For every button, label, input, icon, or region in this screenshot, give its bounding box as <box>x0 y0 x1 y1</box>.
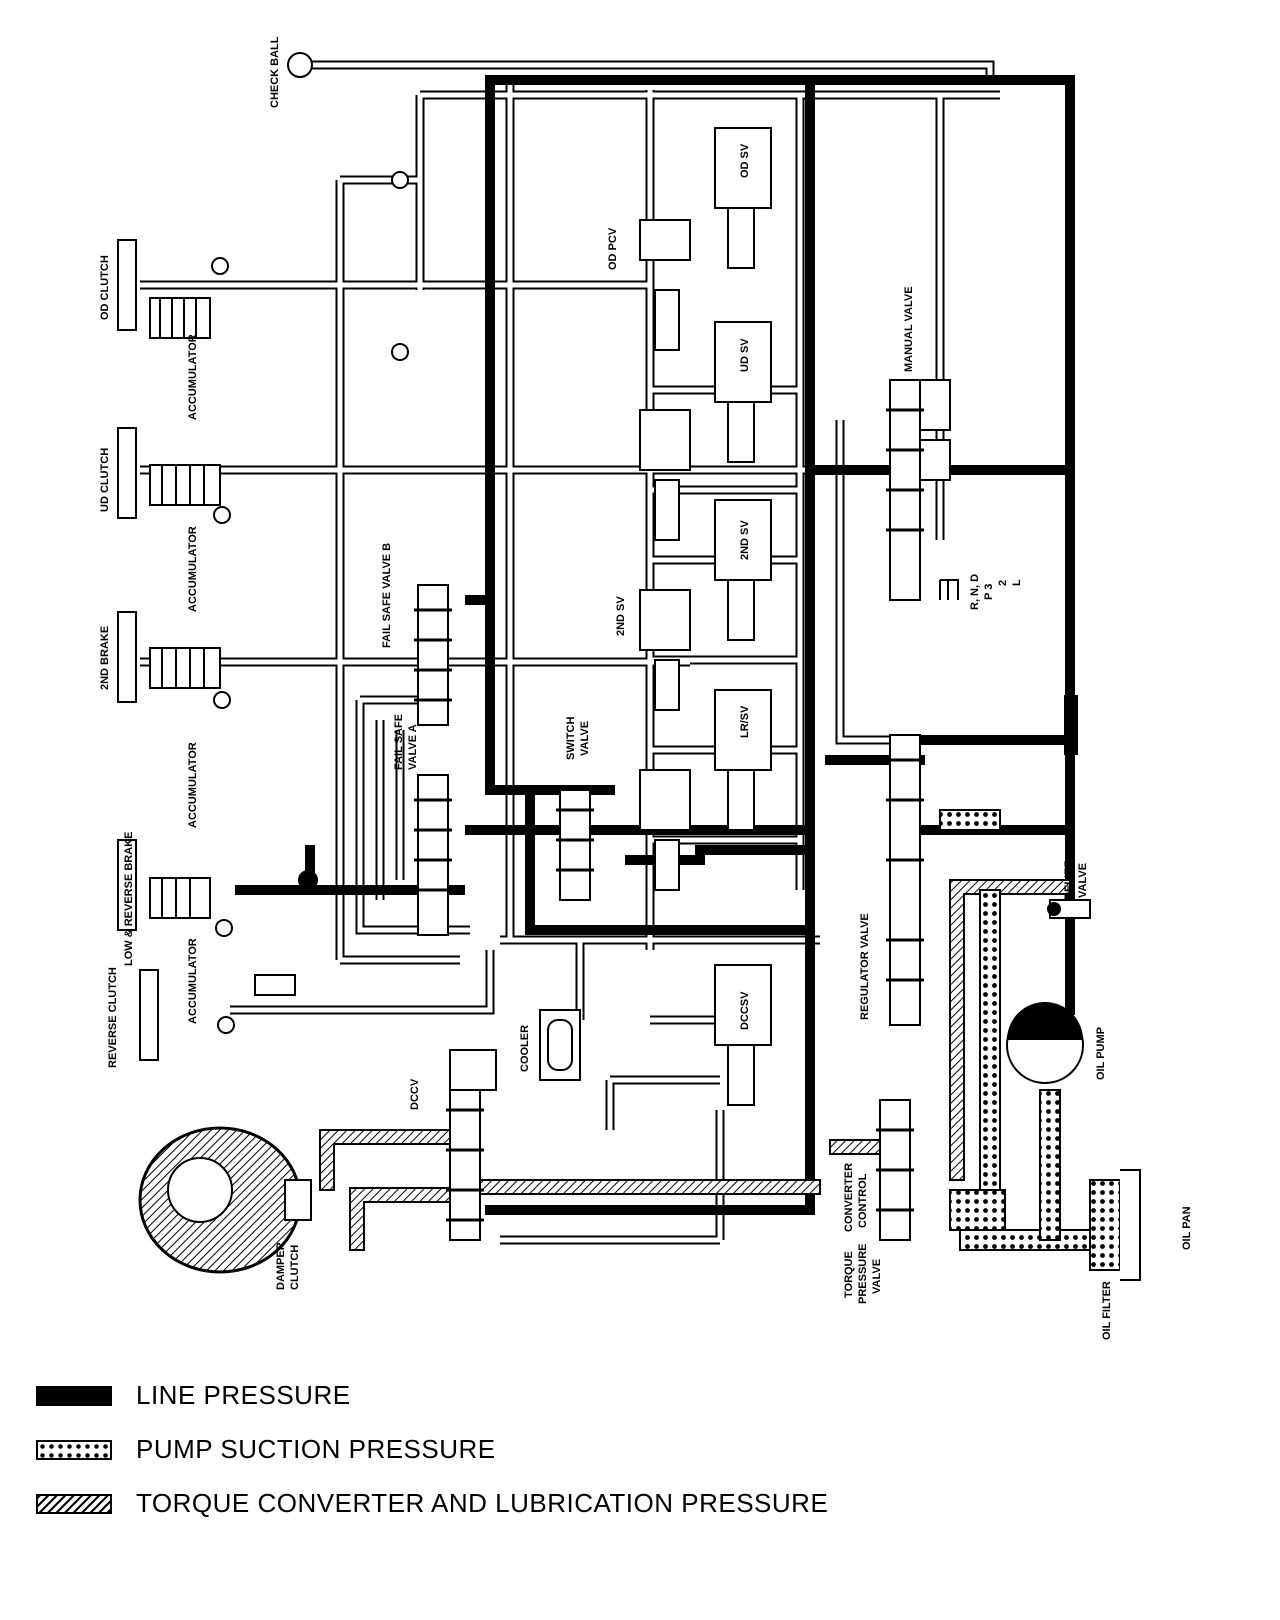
label-accumulator: ACCUMULATOR <box>187 938 199 1024</box>
legend-item-pump-suction: PUMP SUCTION PRESSURE <box>36 1434 936 1464</box>
label-damper-clutch: DAMPER <box>275 1242 287 1290</box>
label-manual-valve: MANUAL VALVE <box>903 286 915 372</box>
fail-safe-valve-a <box>414 774 452 936</box>
label-accumulator: ACCUMULATOR <box>187 742 199 828</box>
regulator-valve <box>886 734 924 1026</box>
label-lr-sv: LR/SV <box>739 705 751 738</box>
damper-clutch <box>138 1126 312 1274</box>
label-range: 2 <box>997 580 1009 586</box>
label-relief-valve: RELIEF <box>1063 861 1075 900</box>
legend-label: LINE PRESSURE <box>136 1380 351 1410</box>
suction-pipes <box>939 809 1111 1251</box>
label-oil-pump: OIL PUMP <box>1095 1027 1107 1080</box>
legend-label: TORQUE CONVERTER AND LUBRICATION PRESSUR… <box>136 1488 829 1518</box>
solenoid-od <box>639 127 772 351</box>
relief-valve <box>1047 899 1091 919</box>
label-oil-filter: OIL FILTER <box>1101 1281 1113 1340</box>
label-ud-sv: UD SV <box>739 338 751 372</box>
legend-swatch-solid <box>36 1386 112 1406</box>
label-converter-control: CONVERTER <box>843 1163 855 1232</box>
label-2nd-brake: 2ND BRAKE <box>99 626 111 690</box>
label-regulator-valve: REGULATOR VALVE <box>859 913 871 1020</box>
torque-pressure-valve <box>876 1099 914 1241</box>
diagram-labels: CHECK BALL OD CLUTCH ACCUMULATOR UD CLUT… <box>99 36 1193 1340</box>
label-torque-pressure-valve: TORQUE <box>843 1251 855 1298</box>
legend-label: PUMP SUCTION PRESSURE <box>136 1434 496 1464</box>
oil-pump <box>1006 1002 1084 1084</box>
legend-item-torque-converter: TORQUE CONVERTER AND LUBRICATION PRESSUR… <box>36 1488 936 1518</box>
cooler <box>539 1009 581 1081</box>
oil-filter <box>1089 1179 1121 1271</box>
label-dccv: DCCV <box>409 1078 421 1110</box>
fail-safe-valve-b <box>414 584 452 726</box>
label-od-pcv: OD PCV <box>607 227 619 270</box>
brake-2nd <box>117 611 231 709</box>
label-check-ball: CHECK BALL <box>269 36 281 108</box>
label-relief-valve: VALVE <box>1077 863 1089 898</box>
signal-pipes <box>140 60 1000 1245</box>
legend-swatch-hatched <box>36 1494 112 1514</box>
solenoid-2nd <box>639 499 772 711</box>
label-range: P 3 <box>983 584 995 600</box>
label-converter-control: CONTROL <box>857 1173 869 1228</box>
label-reverse-clutch: REVERSE CLUTCH <box>107 967 119 1068</box>
label-accumulator: ACCUMULATOR <box>187 334 199 420</box>
label-2nd-sv-box: 2ND SV <box>739 520 751 560</box>
label-switch-valve: VALVE <box>579 721 591 756</box>
manual-valve <box>886 379 951 601</box>
label-low-reverse-brake: LOW & REVERSE BRAKE <box>123 832 135 966</box>
shift-pattern-marks <box>939 579 959 600</box>
clutch-reverse <box>139 969 296 1061</box>
label-cooler: COOLER <box>519 1025 531 1072</box>
check-ball <box>287 52 409 361</box>
label-ud-clutch: UD CLUTCH <box>99 448 111 512</box>
label-dccsv: DCCSV <box>739 991 751 1030</box>
clutch-ud <box>117 427 231 524</box>
label-od-clutch: OD CLUTCH <box>99 255 111 320</box>
label-damper-clutch: CLUTCH <box>289 1245 301 1290</box>
dccv <box>446 1049 497 1241</box>
label-od-sv: OD SV <box>739 143 751 178</box>
label-torque-pressure-valve: VALVE <box>871 1259 883 1294</box>
legend-item-line-pressure: LINE PRESSURE <box>36 1380 936 1410</box>
solenoid-ud <box>639 321 772 541</box>
label-fail-safe-valve-a: VALVE A <box>407 724 419 770</box>
label-range: R, N, D <box>969 574 981 610</box>
label-switch-valve: SWITCH <box>565 717 577 760</box>
line-filter-block <box>1064 695 1078 755</box>
label-range: L <box>1011 579 1023 586</box>
label-torque-pressure-valve: PRESSURE <box>857 1243 869 1304</box>
label-fail-safe-valve-a: FAIL SAFE <box>393 714 405 770</box>
brake-low-reverse <box>117 839 318 937</box>
clutch-od <box>117 239 229 339</box>
oil-pan <box>1120 1169 1141 1281</box>
hydraulic-circuit-diagram: CHECK BALL OD CLUTCH ACCUMULATOR UD CLUT… <box>99 36 1193 1340</box>
label-2nd-sv: 2ND SV <box>615 596 627 636</box>
solenoid-lr <box>639 689 772 891</box>
switch-valve <box>556 789 594 901</box>
label-oil-pan: OIL PAN <box>1181 1206 1193 1250</box>
label-accumulator: ACCUMULATOR <box>187 526 199 612</box>
legend-swatch-dotted <box>36 1440 112 1460</box>
label-fail-safe-valve-b: FAIL SAFE VALVE B <box>381 543 393 648</box>
solenoid-dcc <box>714 964 772 1106</box>
